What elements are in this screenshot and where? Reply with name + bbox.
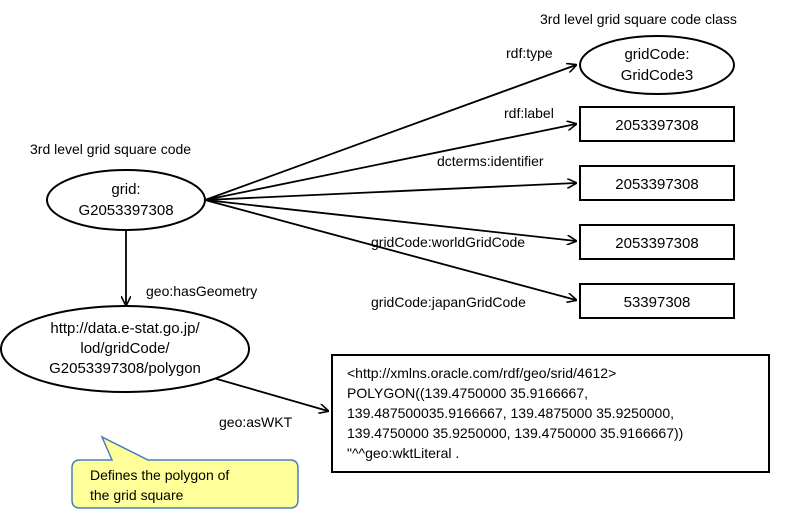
edges — [126, 65, 576, 411]
wkt-line3: 139.487500035.9166667, 139.4875000 35.92… — [347, 405, 674, 421]
edge-rdf-label — [204, 124, 576, 201]
edge-rdf-type — [204, 65, 576, 201]
wkt-line4: 139.4750000 35.9250000, 139.4750000 35.9… — [347, 425, 683, 441]
wkt-line2: POLYGON((139.4750000 35.9166667, — [347, 385, 588, 401]
edge-dcterms-identifier — [204, 183, 576, 201]
literal-label-value: 2053397308 — [615, 117, 698, 134]
class-node: gridCode: GridCode3 — [579, 35, 735, 95]
subject-node: grid: G2053397308 — [46, 169, 206, 231]
subject-node-line1: grid: — [111, 181, 140, 198]
edge-japan-grid-code — [204, 199, 576, 300]
subject-node-caption: 3rd level grid square code — [30, 141, 191, 157]
class-node-line1: gridCode: — [624, 46, 689, 63]
polygon-node: http://data.e-stat.go.jp/ lod/gridCode/ … — [0, 305, 250, 393]
predicate-japan-grid-code: gridCode:japanGridCode — [371, 294, 526, 310]
predicate-has-geometry: geo:hasGeometry — [146, 283, 257, 299]
literal-japan-value: 53397308 — [624, 294, 691, 311]
predicate-rdf-type: rdf:type — [506, 45, 553, 61]
literal-box-japan: 53397308 — [579, 283, 735, 319]
class-node-caption: 3rd level grid square code class — [540, 11, 737, 27]
wkt-literal-box: <http://xmlns.oracle.com/rdf/geo/srid/46… — [331, 354, 770, 473]
edge-world-grid-code — [204, 199, 576, 241]
polygon-node-line2: lod/gridCode/ — [80, 340, 170, 357]
callout-shape — [71, 435, 299, 509]
predicate-dcterms-identifier: dcterms:identifier — [437, 153, 544, 169]
predicate-as-wkt: geo:asWKT — [219, 414, 293, 430]
literal-box-identifier: 2053397308 — [579, 165, 735, 201]
wkt-line1: <http://xmlns.oracle.com/rdf/geo/srid/46… — [347, 365, 616, 381]
literal-identifier-value: 2053397308 — [615, 176, 698, 193]
literal-world-value: 2053397308 — [615, 235, 698, 252]
literal-box-label: 2053397308 — [579, 106, 735, 142]
subject-node-line2: G2053397308 — [78, 202, 173, 219]
wkt-line5: "^^geo:wktLiteral . — [347, 445, 459, 461]
polygon-node-line1: http://data.e-stat.go.jp/ — [50, 320, 200, 337]
class-node-line2: GridCode3 — [621, 67, 694, 84]
predicate-rdf-label: rdf:label — [504, 105, 554, 121]
literal-box-world: 2053397308 — [579, 224, 735, 260]
edge-as-wkt — [209, 376, 328, 411]
callout-line1: Defines the polygon of — [90, 467, 229, 483]
callout-line2: the grid square — [90, 487, 184, 503]
predicate-world-grid-code: gridCode:worldGridCode — [371, 234, 525, 250]
callout-note: Defines the polygon of the grid square — [71, 435, 299, 509]
polygon-node-line3: G2053397308/polygon — [49, 360, 201, 377]
